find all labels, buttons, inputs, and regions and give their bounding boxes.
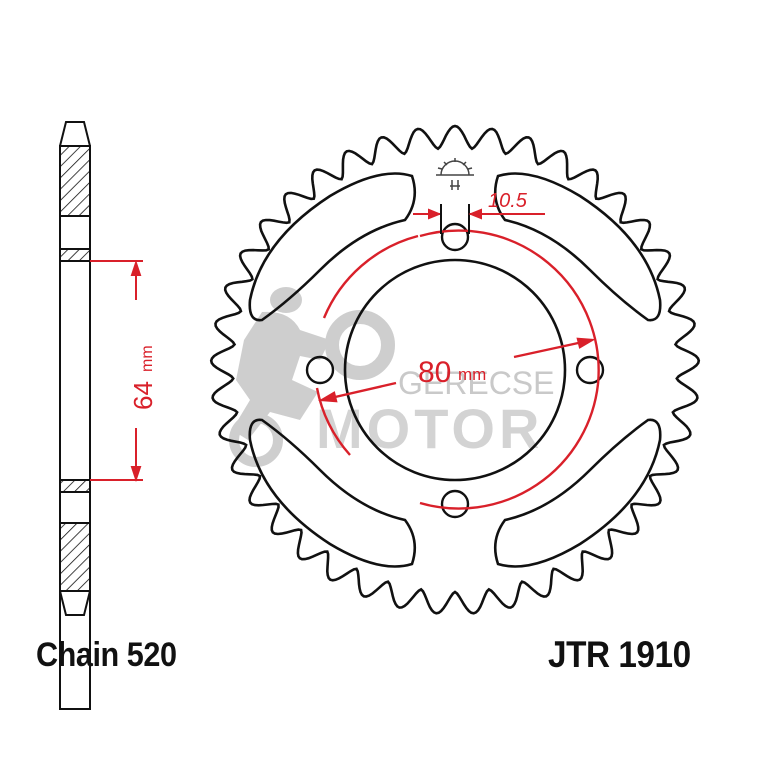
part-number-label: JTR 1910 [548, 634, 691, 675]
dimension-hub-width [90, 259, 143, 483]
bolt-hole-value: 10.5 [488, 190, 528, 212]
center-bore [343, 258, 567, 482]
watermark-line2: MOTOR [316, 397, 543, 460]
bolt-holes [305, 222, 605, 519]
bolt-circle-unit: mm [458, 365, 486, 384]
hub-width-unit: mm [139, 345, 156, 372]
watermark-line1: GERECSE [398, 365, 554, 401]
lightening-slots [248, 172, 662, 568]
bolt-circle-value: 80 [418, 356, 451, 389]
side-profile [59, 121, 91, 710]
hub-width-value: 64 [128, 381, 158, 410]
dimension-bolt-hole [413, 204, 545, 234]
chain-size-label: Chain 520 [36, 636, 177, 674]
dimension-bolt-circle [315, 229, 600, 510]
jt-logo-sun-icon [436, 158, 474, 190]
sprocket-teeth-outline [209, 124, 701, 615]
